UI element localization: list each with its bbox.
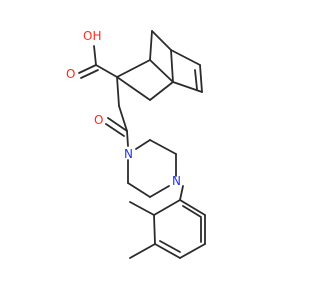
bond-amideC-o-b	[105, 123, 125, 137]
bond-acidC-o-double-b	[80, 69, 99, 79]
bond-ar3-ar4	[154, 243, 181, 259]
bond-c3-c3x	[149, 81, 174, 101]
bond-n1-ca	[135, 139, 151, 150]
bond-ar-inner-1	[182, 205, 202, 218]
piperazine-nitrogen-top-label: N	[124, 147, 133, 161]
bond-skeleton	[78, 30, 206, 259]
bond-c2-c1	[116, 59, 151, 78]
bond-amideC-o-a	[107, 117, 128, 132]
hydroxyl-label: OH	[83, 29, 101, 43]
piperazine-nitrogen-bottom-label: N	[172, 174, 181, 188]
bond-c4-c5	[170, 49, 201, 66]
bond-ca-cb	[149, 139, 177, 155]
bond-ar3-methyl	[129, 243, 156, 259]
bond-ar-inner-2	[159, 240, 181, 253]
bond-ar4-ar5	[179, 243, 206, 259]
bond-c1-bridge	[149, 30, 153, 61]
bond-c3x-c2-front	[116, 76, 120, 107]
bond-ar2-methyl	[129, 201, 155, 216]
bond-c5-c6	[199, 64, 203, 93]
amide-carbonyl-oxygen-label: O	[94, 113, 103, 127]
atom-labels: OH O O N N	[66, 29, 181, 188]
bond-acidC-o-double-a	[78, 64, 97, 74]
bond-c6-c3	[172, 81, 203, 93]
bond-acidC-c2	[95, 64, 118, 78]
bond-c4-c3	[170, 49, 174, 83]
bond-bridge-c4	[151, 30, 172, 51]
bond-c1-c6	[149, 59, 174, 83]
bond-n4-aryl	[179, 185, 184, 201]
bond-c2-amideC	[118, 105, 128, 132]
bond-ar1-ar2	[153, 199, 181, 216]
acid-carbonyl-oxygen-label: O	[66, 67, 75, 81]
bond-n4-cc	[149, 185, 170, 198]
bond-acidC-oh	[93, 45, 97, 66]
bond-ar6-ar1	[179, 199, 206, 216]
bond-cc-cd	[127, 182, 151, 198]
bond-c5-c6-double	[194, 69, 198, 90]
molecule-structure: OH O O N N	[66, 29, 206, 259]
bond-amideC-n	[126, 130, 129, 147]
bond-ar2-ar3	[153, 214, 156, 245]
bond-c3x-c2	[116, 76, 151, 101]
